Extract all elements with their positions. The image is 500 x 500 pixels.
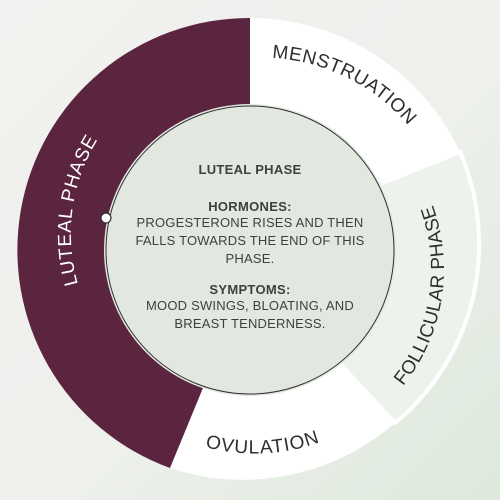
symptoms-heading: SYMPTOMS: — [209, 282, 291, 297]
center-title: LUTEAL PHASE — [198, 162, 302, 177]
symptoms-text: MOOD SWINGS, BLOATING, AND BREAST TENDER… — [146, 298, 354, 331]
hormones-text: PROGESTERONE RISES AND THEN FALLS TOWARD… — [135, 215, 365, 266]
segment-ovulation[interactable] — [170, 353, 395, 480]
cycle-marker — [100, 212, 112, 224]
segment-luteal[interactable] — [17, 17, 251, 469]
center-info-panel: LUTEAL PHASE HORMONES: PROGESTERONE RISE… — [133, 150, 367, 333]
hormones-heading: HORMONES: — [208, 199, 292, 214]
inner-circle — [104, 104, 396, 396]
inner-circle-outline — [105, 105, 395, 395]
segment-menstruation[interactable] — [250, 18, 460, 186]
